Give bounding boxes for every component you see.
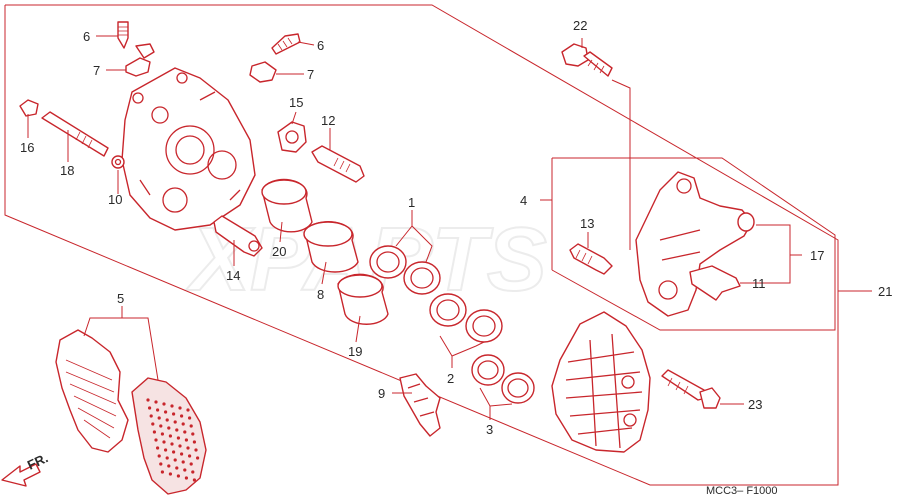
- callout-23: 23: [748, 397, 762, 412]
- seal-ring-1a: [369, 245, 407, 279]
- seal-ring-3b: [501, 372, 535, 404]
- callout-17: 17: [810, 248, 824, 263]
- pin-cap: [19, 99, 39, 117]
- bracket-pin: [569, 243, 613, 275]
- callout-16: 16: [20, 140, 34, 155]
- seal-ring-2a: [429, 293, 467, 327]
- bleeder-cap-left: [125, 43, 155, 77]
- front-direction-arrow: [1, 463, 41, 487]
- callout-7-right: 7: [307, 67, 314, 82]
- pad-retainer: [689, 265, 741, 301]
- callout-14: 14: [226, 268, 240, 283]
- plug: [277, 121, 307, 153]
- callout-10: 10: [108, 192, 122, 207]
- callout-1: 1: [408, 195, 415, 210]
- callout-22: 22: [573, 18, 587, 33]
- direction-label: FR.: [25, 450, 50, 472]
- callout-2: 2: [447, 371, 454, 386]
- leader-lines: [27, 35, 872, 420]
- callout-18: 18: [60, 163, 74, 178]
- bleeder-screw-left: [117, 21, 129, 49]
- callout-19: 19: [348, 344, 362, 359]
- caliper-bracket: [635, 171, 755, 317]
- callout-9: 9: [378, 386, 385, 401]
- callout-20: 20: [272, 244, 286, 259]
- pin-long: [41, 111, 109, 157]
- seal-ring-2b: [465, 309, 503, 343]
- seal-ring-3a: [471, 354, 505, 386]
- callout-3: 3: [486, 422, 493, 437]
- piston-19: [337, 273, 389, 325]
- caliper-body: [121, 67, 256, 231]
- callouts: 6 7 6 7 15 12 16 18 10 14 20 8 19 1 2 3 …: [20, 18, 892, 437]
- bracket-group-box: [551, 157, 836, 331]
- callout-21: 21: [878, 284, 892, 299]
- pin-bolt: [311, 145, 365, 183]
- bleeder-cap-right: [249, 61, 277, 83]
- seal-ring-1b: [403, 261, 441, 295]
- piston-8: [303, 221, 359, 273]
- washer: [111, 155, 125, 169]
- callout-12: 12: [321, 113, 335, 128]
- brake-pad-inner: [131, 377, 207, 495]
- callout-5: 5: [117, 291, 124, 306]
- brake-pad-outer: [55, 329, 129, 453]
- pad-spring: [399, 373, 441, 437]
- callout-6-right: 6: [317, 38, 324, 53]
- bleeder-screw-right: [271, 33, 301, 55]
- callout-15: 15: [289, 95, 303, 110]
- callout-8: 8: [317, 287, 324, 302]
- callout-11: 11: [752, 276, 766, 291]
- bolt-22: [561, 43, 613, 77]
- diagram-code: MCC3– F1000: [706, 485, 778, 497]
- callout-7-left: 7: [93, 63, 100, 78]
- caliper-outer-half: [551, 311, 651, 453]
- callout-6-left: 6: [83, 29, 90, 44]
- bolt-23: [661, 369, 721, 409]
- slide-pin: [213, 215, 263, 257]
- callout-13: 13: [580, 216, 594, 231]
- assembly-boundary: [4, 4, 839, 486]
- callout-4: 4: [520, 193, 527, 208]
